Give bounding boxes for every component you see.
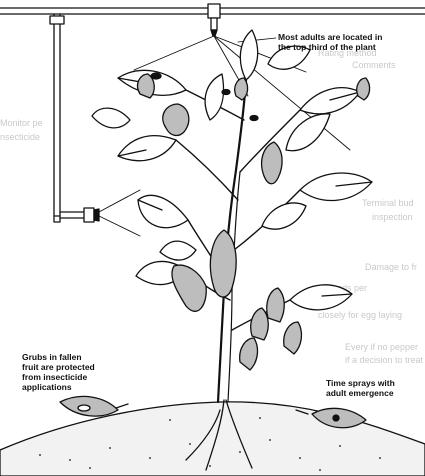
callout-line: fruit are protected: [22, 362, 95, 372]
callout-line: Grubs in fallen: [22, 352, 95, 362]
callout-line: applications: [22, 382, 95, 392]
callout-spray-timing: Time sprays with adult emergence: [326, 378, 395, 398]
callout-line: Most adults are located in: [278, 32, 382, 42]
callout-fallen-fruit: Grubs in fallen fruit are protected from…: [22, 352, 95, 392]
callout-line: from insecticide: [22, 372, 95, 382]
callout-top-third: Most adults are located in the top third…: [278, 32, 382, 52]
callout-line: Time sprays with: [326, 378, 395, 388]
callout-line: adult emergence: [326, 388, 395, 398]
soil-mound: [0, 402, 425, 476]
callout-line: the top third of the plant: [278, 42, 382, 52]
